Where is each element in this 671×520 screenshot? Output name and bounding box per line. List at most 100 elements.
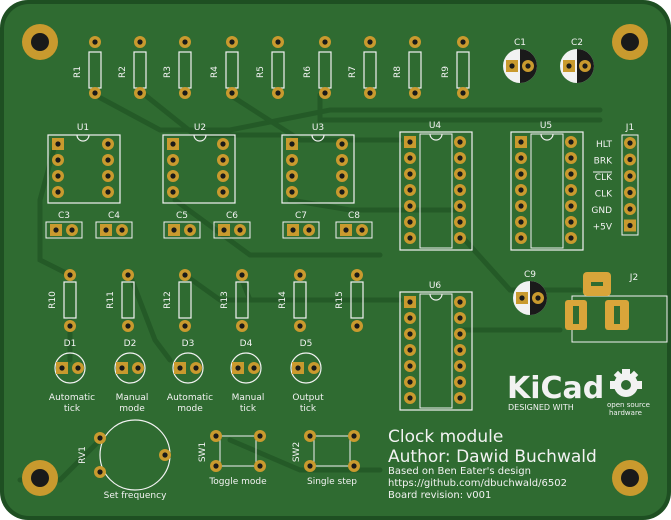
- j1-pin-label: CLK: [595, 173, 613, 183]
- ic-label: U5: [540, 121, 552, 131]
- drill-hole: [627, 189, 633, 196]
- drill-hole: [518, 155, 524, 161]
- j1-pin-label: +5V: [593, 223, 613, 233]
- drill-hole: [412, 39, 418, 45]
- led-label: Automatic: [49, 393, 95, 403]
- drill-hole: [257, 463, 263, 469]
- capacitor-outline: [95, 221, 133, 239]
- drill-hole: [229, 39, 235, 45]
- led-ref: D5: [300, 339, 313, 349]
- switch-outline: [313, 435, 351, 467]
- switch-ref: SW2: [292, 442, 302, 462]
- drill-hole: [135, 365, 141, 371]
- drill-hole: [220, 141, 226, 147]
- info-block: Clock module Author: Dawid Buchwald Base…: [388, 427, 597, 501]
- drill-hole: [339, 173, 345, 179]
- ic-label: U1: [77, 123, 89, 133]
- ic-label: U6: [429, 281, 442, 291]
- kicad-logo: KiCad DESIGNED WITH: [507, 371, 604, 412]
- capacitor: C3: [45, 211, 83, 239]
- resistor-body: [350, 281, 364, 319]
- drill-hole: [354, 323, 360, 329]
- electrolytic-capacitor: C1: [503, 38, 537, 83]
- resistor-label: R11: [106, 291, 116, 309]
- drill-hole: [457, 395, 463, 401]
- switch-label: Toggle mode: [208, 477, 267, 487]
- drill-hole: [457, 155, 463, 161]
- drill-hole: [171, 227, 177, 233]
- drill-hole: [182, 39, 188, 45]
- drill-hole: [220, 157, 226, 163]
- drill-hole: [170, 157, 176, 163]
- led-outline: [172, 352, 204, 384]
- electrolytic-label: C2: [571, 38, 583, 48]
- drill-hole: [221, 227, 227, 233]
- ic-label: U4: [429, 121, 442, 131]
- capacitor-label: C8: [348, 211, 360, 221]
- resistor-label: R3: [163, 66, 173, 78]
- drill-hole: [170, 173, 176, 179]
- resistor-label: R13: [220, 291, 230, 309]
- resistor: R15: [335, 269, 364, 332]
- drill-hole: [55, 157, 61, 163]
- ic-notch: [311, 134, 325, 142]
- drill-hole: [525, 63, 531, 69]
- osh-text-1: open source: [607, 401, 650, 409]
- drill-hole: [407, 139, 413, 145]
- drill-hole: [582, 63, 588, 69]
- resistor-label: R2: [118, 66, 128, 78]
- drill-hole: [518, 139, 524, 145]
- drill-hole: [229, 90, 235, 96]
- led-outline: [54, 352, 86, 384]
- resistor: R7: [348, 36, 377, 99]
- drill-hole: [351, 433, 357, 439]
- j1-pin-label: GND: [591, 206, 612, 216]
- ic-notch: [429, 293, 443, 301]
- drill-hole: [170, 141, 176, 147]
- drill-hole: [275, 39, 281, 45]
- led-ref: D3: [182, 339, 195, 349]
- resistor-body: [63, 281, 77, 319]
- j2-ref: J2: [629, 273, 638, 283]
- drill-hole: [251, 365, 257, 371]
- kicad-logo-subtext: DESIGNED WITH: [508, 403, 574, 412]
- drill-hole: [177, 365, 183, 371]
- drill-hole: [125, 323, 131, 329]
- led-ref: D2: [124, 339, 137, 349]
- resistor: R12: [163, 269, 192, 332]
- capacitor: C7: [282, 211, 320, 239]
- drill-hole: [193, 365, 199, 371]
- ic-outline: [162, 134, 236, 204]
- mounting-hole: [621, 33, 639, 51]
- ic-notch: [193, 134, 207, 142]
- ic-dip8: U1: [47, 123, 121, 204]
- drill-hole: [568, 155, 574, 161]
- resistor-label: R8: [393, 66, 403, 78]
- resistor: R2: [118, 36, 147, 99]
- drill-hole: [367, 39, 373, 45]
- resistor: R11: [106, 269, 135, 332]
- drill-hole: [311, 365, 317, 371]
- drill-hole: [295, 365, 301, 371]
- resistor-label: R1: [73, 66, 83, 78]
- mounting-holes: [22, 24, 648, 496]
- capacitor: C6: [213, 211, 251, 239]
- drill-hole: [351, 463, 357, 469]
- drill-hole: [67, 272, 73, 278]
- drill-hole: [457, 299, 463, 305]
- drill-hole: [407, 203, 413, 209]
- resistor: R8: [393, 36, 422, 99]
- drill-hole: [237, 227, 243, 233]
- capacitor: C8: [335, 211, 373, 239]
- drill-hole: [568, 171, 574, 177]
- drill-hole: [97, 435, 103, 441]
- resistor-body: [178, 281, 192, 319]
- drill-hole: [518, 219, 524, 225]
- drill-hole: [457, 363, 463, 369]
